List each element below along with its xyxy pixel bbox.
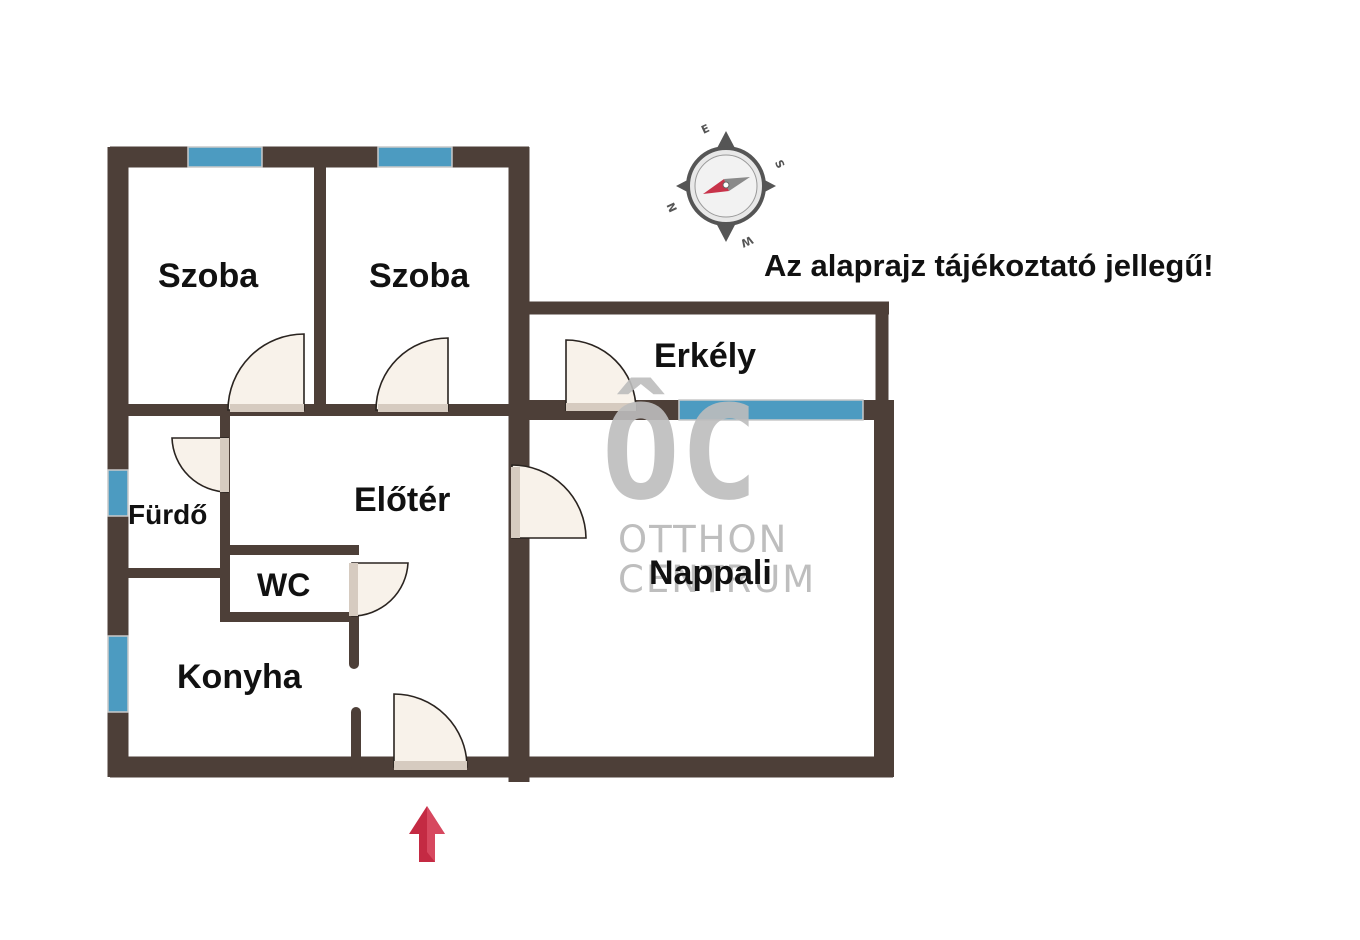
compass-needle xyxy=(703,179,729,194)
room-label-furdo: Fürdő xyxy=(128,499,207,530)
compass-letter-n: N xyxy=(664,200,680,214)
doors xyxy=(171,333,637,770)
disclaimer-text: Az alaprajz tájékoztató jellegű! xyxy=(764,248,1214,283)
compass-letter-w: W xyxy=(739,233,755,250)
door-szoba-2-threshold xyxy=(378,404,448,412)
window-konyha xyxy=(107,635,129,713)
watermark-line-2: CENTRUM xyxy=(618,558,816,601)
door-wc-threshold xyxy=(349,563,358,616)
window-szoba-1 xyxy=(187,146,263,168)
door-szoba-1-threshold xyxy=(230,404,304,412)
watermark-line-1: OTTHON xyxy=(618,518,788,561)
window-nappali xyxy=(678,399,864,421)
door-wc xyxy=(351,562,409,617)
room-label-nappali: Nappali xyxy=(649,554,772,592)
entrance-arrow xyxy=(409,806,445,862)
door-entrance xyxy=(393,693,468,768)
watermark-mark: ÔC xyxy=(602,377,759,529)
room-label-szoba-2: Szoba xyxy=(369,257,470,295)
door-nappali-threshold xyxy=(511,467,520,538)
door-erkely xyxy=(565,339,637,411)
window-furdo xyxy=(107,469,129,517)
door-erkely-threshold xyxy=(566,403,636,411)
room-label-eloter: Előtér xyxy=(354,481,450,519)
room-label-wc: WC xyxy=(257,567,310,603)
windows xyxy=(107,146,864,713)
door-nappali xyxy=(511,464,587,539)
door-szoba-2 xyxy=(375,337,449,411)
door-furdo xyxy=(171,437,229,493)
window-szoba-2 xyxy=(377,146,453,168)
room-label-konyha: Konyha xyxy=(177,658,303,696)
door-szoba-1 xyxy=(227,333,305,411)
room-labels: Szoba Szoba Erkély Fürdő Előtér WC Nappa… xyxy=(128,257,772,696)
compass-letter-s: S xyxy=(772,158,787,171)
door-entrance-threshold xyxy=(394,761,467,770)
room-label-erkely: Erkély xyxy=(654,337,756,375)
door-furdo-threshold xyxy=(220,438,229,492)
compass-icon: E S N W xyxy=(664,122,787,250)
watermark-logo: ÔC OTTHON CENTRUM xyxy=(602,377,816,601)
compass-letter-e: E xyxy=(699,122,711,137)
room-label-szoba-1: Szoba xyxy=(158,257,259,295)
